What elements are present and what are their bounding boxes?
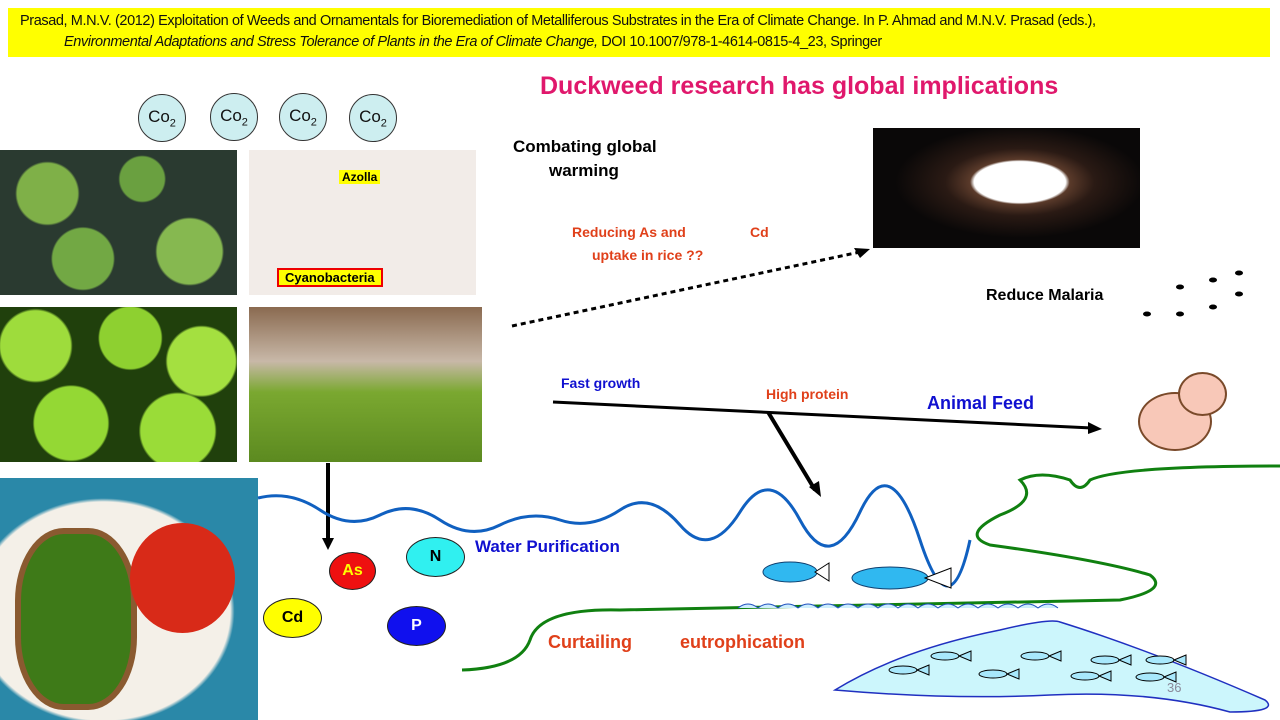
mosquito-dots — [1143, 270, 1243, 317]
eutrophication-label: eutrophication — [680, 632, 805, 652]
nitrogen-ellipse: N — [406, 537, 465, 577]
co2-bubble: Co2 — [138, 94, 186, 142]
arrowhead — [322, 538, 334, 550]
cd-rice-label: Cd — [750, 224, 769, 240]
cadmium-ellipse: Cd — [263, 598, 322, 638]
green-shoreline — [461, 464, 1280, 672]
beaker-duckweed-photo — [249, 307, 482, 462]
duckweed-sandwich-photo — [0, 478, 258, 720]
citation-doi: DOI 10.1007/978-1-4614-0815-4_23, Spring… — [597, 34, 882, 50]
fish-icon — [1145, 654, 1187, 666]
co2-text: Co — [220, 106, 242, 125]
co2-bubble: Co2 — [279, 93, 327, 141]
small-fish-group — [888, 650, 1187, 683]
citation-line1: Prasad, M.N.V. (2012) Exploitation of We… — [20, 13, 1096, 29]
phosphorus-ellipse: P — [387, 606, 446, 646]
combating-label-line1: Combating global — [513, 137, 657, 156]
arrow-to-eutrophication — [766, 410, 817, 492]
co2-sub: 2 — [169, 117, 176, 130]
arrowhead — [1088, 422, 1102, 434]
fish-icon — [762, 561, 830, 583]
fish-icon — [888, 664, 930, 676]
reducing-label: Reducing As and — [572, 224, 686, 240]
dotted-arrow-to-rice — [511, 250, 861, 328]
fish-icon — [930, 650, 972, 662]
co2-bubble: Co2 — [210, 93, 258, 141]
co2-text: Co — [289, 106, 311, 125]
co2-sub: 2 — [380, 117, 387, 130]
combating-label-line2: warming — [549, 161, 619, 180]
malaria-label: Reduce Malaria — [986, 287, 1104, 304]
wave-crests — [737, 603, 1059, 609]
tomato-slice — [130, 523, 235, 633]
high-protein-label: High protein — [766, 386, 849, 402]
fish-icon — [1090, 654, 1132, 666]
pig-head — [1178, 372, 1227, 416]
citation-line2: Environmental Adaptations and Stress Tol… — [64, 32, 882, 52]
co2-sub: 2 — [310, 116, 317, 129]
co2-sub: 2 — [241, 116, 248, 129]
fish-icon — [851, 566, 952, 590]
fish-icon — [978, 668, 1020, 680]
bread-duckweed — [15, 528, 137, 710]
arrowhead — [809, 481, 821, 497]
co2-text: Co — [148, 107, 170, 126]
slide-number: 36 — [1167, 680, 1182, 695]
fish-icon — [1135, 671, 1177, 683]
rice-bowl-photo — [873, 128, 1140, 248]
pig-cartoon — [1108, 372, 1243, 454]
curtailing-label: Curtailing — [548, 632, 632, 652]
arrowhead — [854, 248, 870, 258]
azolla-label: Azolla — [339, 170, 381, 184]
cyanobacteria-label: Cyanobacteria — [277, 268, 383, 287]
arrow-to-animal-feed — [552, 400, 1093, 430]
azolla-cyanobacteria-micrograph: Azolla Cyanobacteria — [249, 150, 476, 295]
uptake-label: uptake in rice ?? — [592, 247, 704, 263]
fish-icon — [1070, 670, 1112, 682]
azolla-photo — [0, 150, 237, 295]
water-purification-label: Water Purification — [475, 537, 620, 556]
co2-bubble: Co2 — [349, 94, 397, 142]
slide-title: Duckweed research has global implication… — [540, 72, 1059, 100]
lemna-photo — [0, 307, 237, 462]
water-wave — [257, 484, 972, 588]
fish-icon — [1020, 650, 1062, 662]
arsenic-ellipse: As — [329, 552, 376, 590]
citation-banner: Prasad, M.N.V. (2012) Exploitation of We… — [8, 8, 1270, 57]
fast-growth-label: Fast growth — [561, 375, 641, 391]
citation-book-title: Environmental Adaptations and Stress Tol… — [64, 34, 598, 50]
pond — [832, 620, 1270, 713]
animal-feed-label: Animal Feed — [927, 393, 1035, 413]
co2-text: Co — [359, 107, 381, 126]
